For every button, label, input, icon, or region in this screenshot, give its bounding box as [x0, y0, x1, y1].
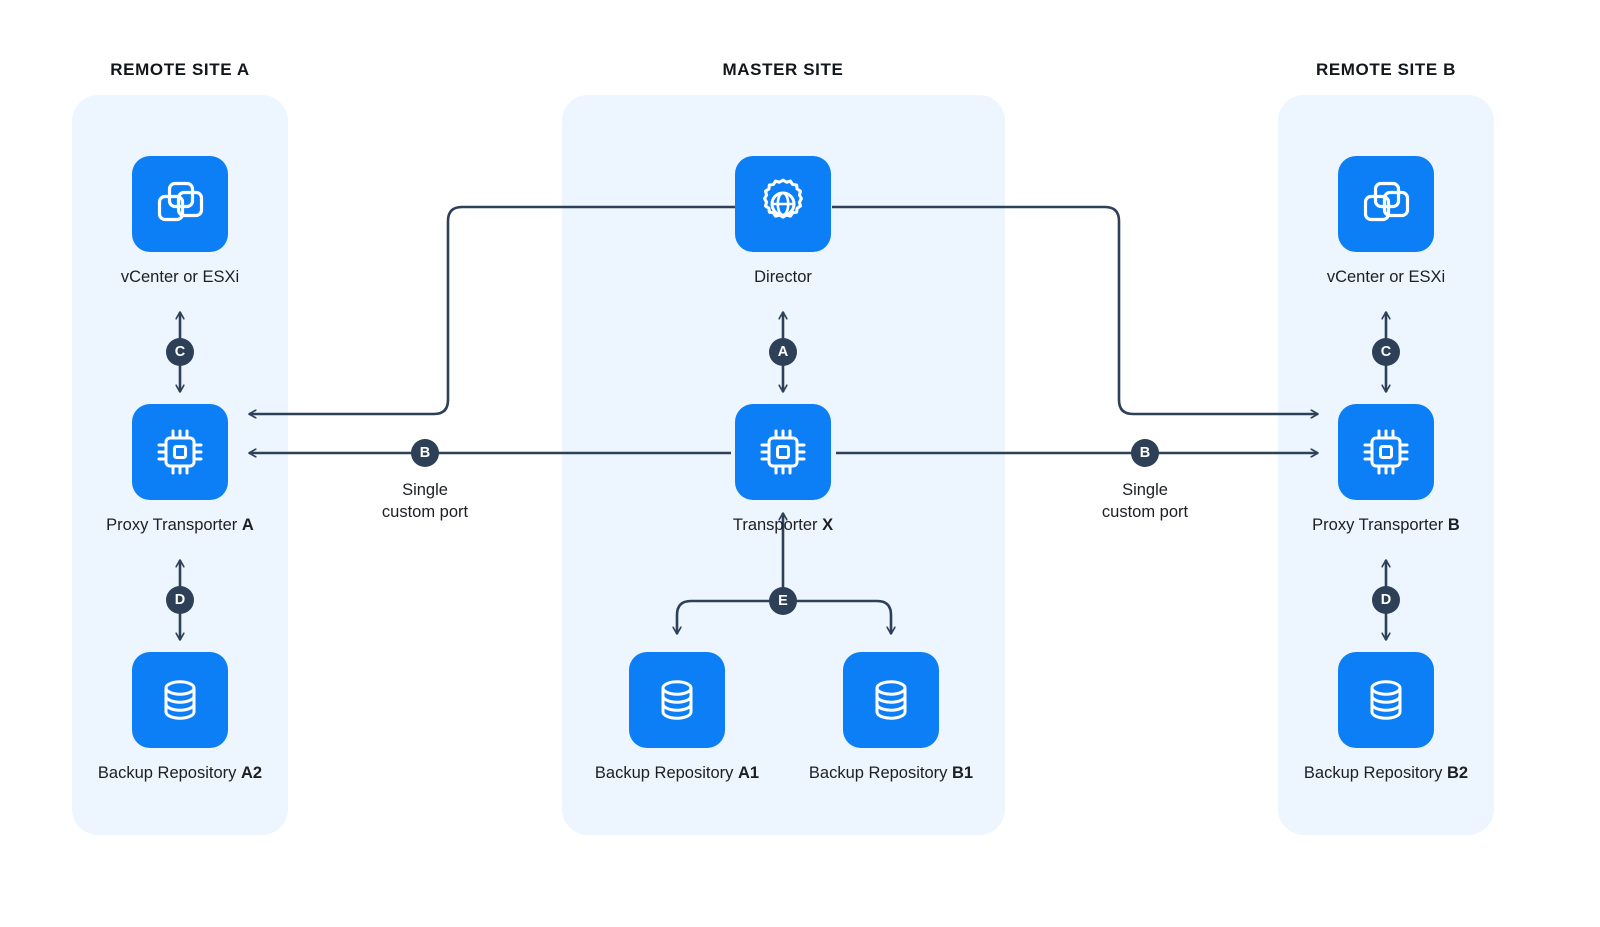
vmware-icon — [1363, 181, 1410, 222]
label-suffix: B1 — [951, 764, 974, 782]
node-proxy-transporter-a[interactable]: Proxy Transporter A — [80, 404, 280, 536]
label-suffix: A — [241, 516, 254, 534]
label-suffix: X — [822, 516, 834, 534]
cpu-chip-icon — [1363, 429, 1409, 475]
label-text: Director — [754, 268, 812, 286]
node-label-repository-a1: Backup Repository A1 — [577, 764, 777, 784]
vmware-icon-tile — [132, 156, 228, 252]
label-text: Proxy Transporter — [106, 516, 242, 534]
badge-e: E — [769, 587, 797, 615]
label-suffix: A2 — [240, 764, 263, 782]
port-label-right: Single custom port — [1101, 481, 1189, 521]
node-director[interactable]: Director — [683, 156, 883, 288]
node-transporter-x[interactable]: Transporter X — [683, 404, 883, 536]
database-icon-tile — [629, 652, 725, 748]
vmware-icon-tile — [1338, 156, 1434, 252]
database-icon — [164, 680, 196, 720]
port-label-left: Single custom port — [381, 481, 469, 521]
badge-d-left: D — [166, 586, 194, 614]
node-label-proxy-transporter-b: Proxy Transporter B — [1286, 516, 1486, 536]
database-icon-tile — [1338, 652, 1434, 748]
node-repository-b1[interactable]: Backup Repository B1 — [791, 652, 991, 784]
node-label-repository-a2: Backup Repository A2 — [80, 764, 280, 784]
label-text: Transporter — [732, 516, 823, 534]
gear-globe-icon — [763, 178, 803, 219]
label-suffix: B2 — [1446, 764, 1469, 782]
label-text: Backup Repository — [1303, 764, 1447, 782]
site-title-master: MASTER SITE — [722, 60, 844, 79]
label-text: vCenter or ESXi — [120, 268, 240, 286]
badge-d-right: D — [1372, 586, 1400, 614]
site-title-remote-b: REMOTE SITE B — [1315, 60, 1457, 79]
node-label-vcenter-a: vCenter or ESXi — [80, 268, 280, 288]
badge-b-right: B — [1131, 439, 1159, 467]
label-suffix: B — [1447, 516, 1460, 534]
node-label-vcenter-b: vCenter or ESXi — [1286, 268, 1486, 288]
node-vcenter-b[interactable]: vCenter or ESXi — [1286, 156, 1486, 288]
node-vcenter-a[interactable]: vCenter or ESXi — [80, 156, 280, 288]
label-text: Backup Repository — [808, 764, 952, 782]
database-icon-tile — [132, 652, 228, 748]
badge-a: A — [769, 338, 797, 366]
database-icon — [661, 680, 693, 720]
label-suffix: A1 — [737, 764, 760, 782]
site-title-remote-a: REMOTE SITE A — [110, 60, 250, 79]
badge-c-right: C — [1372, 338, 1400, 366]
gear-globe-icon-tile — [735, 156, 831, 252]
badge-b-left: B — [411, 439, 439, 467]
database-icon-tile — [843, 652, 939, 748]
cpu-chip-icon-tile — [735, 404, 831, 500]
label-text: Proxy Transporter — [1312, 516, 1448, 534]
cpu-chip-icon-tile — [1338, 404, 1434, 500]
node-repository-a1[interactable]: Backup Repository A1 — [577, 652, 777, 784]
node-proxy-transporter-b[interactable]: Proxy Transporter B — [1286, 404, 1486, 536]
node-label-repository-b1: Backup Repository B1 — [791, 764, 991, 784]
label-text: Backup Repository — [97, 764, 241, 782]
label-text: vCenter or ESXi — [1326, 268, 1446, 286]
vmware-icon — [157, 181, 204, 222]
badge-c-left: C — [166, 338, 194, 366]
node-label-director: Director — [683, 268, 883, 288]
node-repository-b2[interactable]: Backup Repository B2 — [1286, 652, 1486, 784]
node-label-repository-b2: Backup Repository B2 — [1286, 764, 1486, 784]
cpu-chip-icon — [157, 429, 203, 475]
cpu-chip-icon-tile — [132, 404, 228, 500]
database-icon — [875, 680, 907, 720]
cpu-chip-icon — [760, 429, 806, 475]
database-icon — [1370, 680, 1402, 720]
label-text: Backup Repository — [594, 764, 738, 782]
node-repository-a2[interactable]: Backup Repository A2 — [80, 652, 280, 784]
node-label-proxy-transporter-a: Proxy Transporter A — [80, 516, 280, 536]
node-label-transporter-x: Transporter X — [683, 516, 883, 536]
